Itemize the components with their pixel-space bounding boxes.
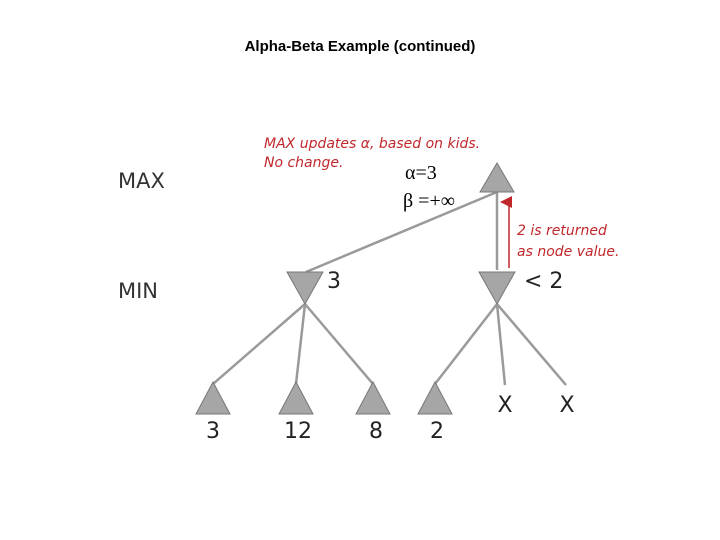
leaf-value-1: 3 bbox=[206, 419, 220, 444]
min-right-node bbox=[478, 271, 516, 306]
leaf-node-2 bbox=[278, 380, 314, 415]
leaf-node-4 bbox=[417, 380, 453, 415]
leaf-value-4: 2 bbox=[430, 419, 444, 444]
returned-note-line1: 2 is returned bbox=[517, 223, 607, 239]
leaf-node-3 bbox=[355, 380, 391, 415]
min-level-label: MIN bbox=[118, 279, 158, 303]
edge-min-right-to-pruned-1 bbox=[495, 303, 507, 386]
leaf-value-3: 8 bbox=[369, 419, 383, 444]
edge-min-right-to-leaf-4 bbox=[434, 303, 498, 385]
edge-min-left-to-leaf-1 bbox=[212, 303, 306, 385]
edge-min-right-to-pruned-2 bbox=[496, 303, 567, 386]
edge-max-to-min-left bbox=[305, 190, 498, 274]
leaf-value-2: 12 bbox=[284, 419, 312, 444]
pruned-marker-2: X bbox=[559, 393, 574, 418]
max-update-note-line1: MAX updates α, based on kids. bbox=[264, 136, 480, 152]
leaf-node-1 bbox=[195, 380, 231, 415]
min-left-value: 3 bbox=[327, 269, 341, 294]
max-update-note-line2: No change. bbox=[264, 155, 343, 171]
edge-min-left-to-leaf-2 bbox=[294, 303, 307, 385]
beta-value: β =+∞ bbox=[403, 190, 455, 212]
pruned-marker-1: X bbox=[497, 393, 512, 418]
alpha-value: α=3 bbox=[405, 162, 437, 184]
slide-title: Alpha-Beta Example (continued) bbox=[244, 38, 476, 55]
max-level-label: MAX bbox=[118, 169, 165, 193]
max-root-node bbox=[479, 162, 515, 193]
returned-note-line2: as node value. bbox=[517, 244, 619, 260]
min-right-value: < 2 bbox=[524, 269, 563, 294]
edge-min-left-to-leaf-3 bbox=[304, 303, 374, 385]
min-left-node bbox=[286, 271, 324, 306]
